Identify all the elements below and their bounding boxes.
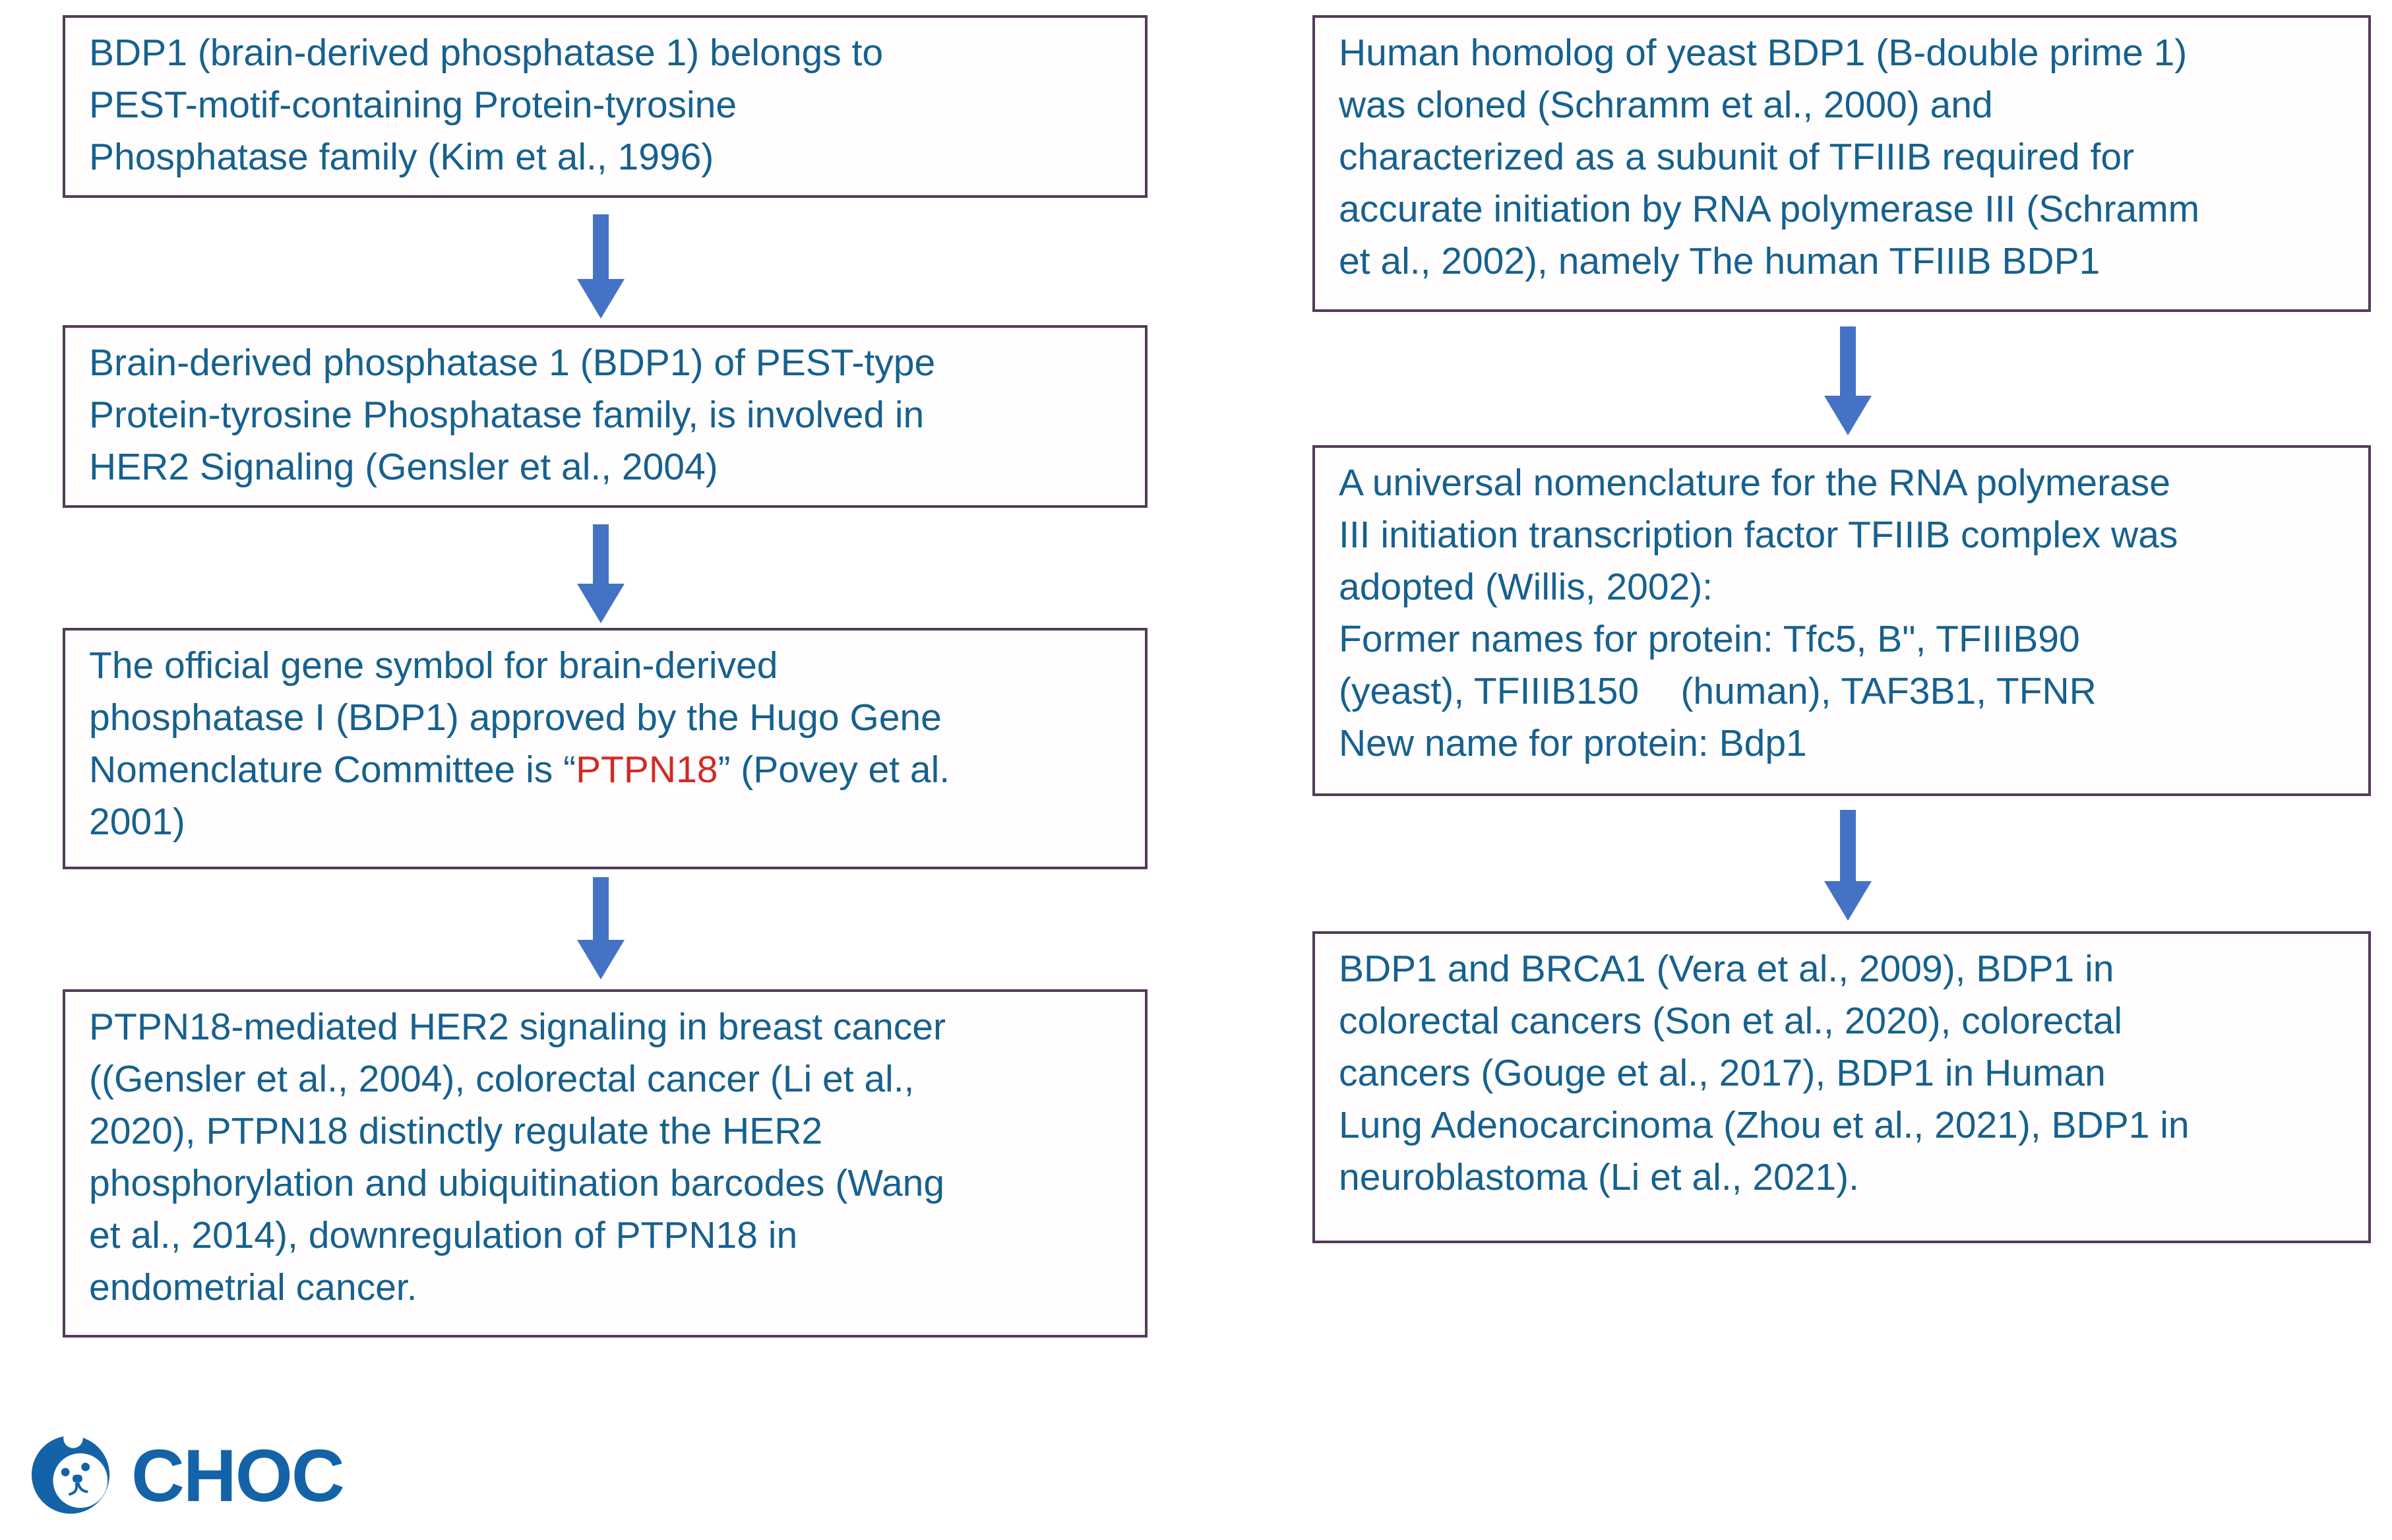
text-line: Protein-tyrosine Phosphatase family, is … <box>89 389 1121 441</box>
text-segment: Brain-derived phosphatase 1 (BDP1) of PE… <box>89 342 936 384</box>
text-line: et al., 2014), downregulation of PTPN18 … <box>89 1210 1121 1262</box>
text-line: cancers (Gouge et al., 2017), BDP1 in Hu… <box>1339 1047 2345 1099</box>
bear-in-crescent-moon-icon <box>31 1434 110 1514</box>
text-line: 2001) <box>89 796 1121 848</box>
text-line: ((Gensler et al., 2004), colorectal canc… <box>89 1053 1121 1105</box>
text-line: Brain-derived phosphatase 1 (BDP1) of PE… <box>89 337 1121 389</box>
text-line: 2020), PTPN18 distinctly regulate the HE… <box>89 1105 1121 1157</box>
text-line: A universal nomenclature for the RNA pol… <box>1339 457 2345 509</box>
text-line: Phosphatase family (Kim et al., 1996) <box>89 131 1121 183</box>
text-line: Lung Adenocarcinoma (Zhou et al., 2021),… <box>1339 1099 2345 1152</box>
text-line: et al., 2002), namely The human TFIIIB B… <box>1339 235 2345 288</box>
text-line: adopted (Willis, 2002): <box>1339 561 2345 613</box>
text-segment: PEST-motif-containing Protein-tyrosine <box>89 84 737 126</box>
text-line: Human homolog of yeast BDP1 (B-double pr… <box>1339 27 2345 79</box>
text-line: New name for protein: Bdp1 <box>1339 718 2345 770</box>
flow-box-left-1: BDP1 (brain-derived phosphatase 1) belon… <box>63 15 1148 198</box>
text-line: colorectal cancers (Son et al., 2020), c… <box>1339 995 2345 1047</box>
text-segment: phosphatase I (BDP1) approved by the Hug… <box>89 696 942 739</box>
arrow-head <box>577 584 625 623</box>
text-line: was cloned (Schramm et al., 2000) and <box>1339 79 2345 131</box>
text-segment: Lung Adenocarcinoma (Zhou et al., 2021),… <box>1339 1104 2190 1146</box>
text-line: characterized as a subunit of TFIIIB req… <box>1339 131 2345 183</box>
text-line: BDP1 (brain-derived phosphatase 1) belon… <box>89 27 1121 79</box>
text-line: PEST-motif-containing Protein-tyrosine <box>89 79 1121 131</box>
text-line: BDP1 and BRCA1 (Vera et al., 2009), BDP1… <box>1339 943 2345 995</box>
text-segment: The official gene symbol for brain-deriv… <box>89 644 778 687</box>
text-segment: ((Gensler et al., 2004), colorectal canc… <box>89 1058 915 1100</box>
text-segment: PTPN18-mediated HER2 signaling in breast… <box>89 1006 946 1048</box>
down-arrow <box>1824 326 1872 435</box>
arrow-head <box>1824 396 1872 435</box>
text-line: accurate initiation by RNA polymerase II… <box>1339 183 2345 235</box>
text-segment: Former names for protein: Tfc5, B", TFII… <box>1339 618 2080 660</box>
text-segment: was cloned (Schramm et al., 2000) and <box>1339 84 1993 126</box>
text-segment: BDP1 and BRCA1 (Vera et al., 2009), BDP1… <box>1339 948 2114 990</box>
arrow-shaft <box>1840 326 1856 396</box>
arrow-head <box>577 940 625 979</box>
down-arrow <box>577 877 625 979</box>
flow-box-left-4: PTPN18-mediated HER2 signaling in breast… <box>63 989 1148 1338</box>
text-segment: Nomenclature Committee is “ <box>89 749 576 791</box>
down-arrow <box>577 214 625 319</box>
flow-box-left-3: The official gene symbol for brain-deriv… <box>63 628 1148 869</box>
arrow-shaft <box>593 524 609 584</box>
text-segment: HER2 Signaling (Gensler et al., 2004) <box>89 446 718 488</box>
text-line: HER2 Signaling (Gensler et al., 2004) <box>89 441 1121 493</box>
arrow-shaft <box>593 214 609 279</box>
text-segment: et al., 2014), downregulation of PTPN18 … <box>89 1214 798 1256</box>
text-segment: endometrial cancer. <box>89 1266 417 1309</box>
text-segment: et al., 2002), namely The human TFIIIB B… <box>1339 240 2101 282</box>
text-segment: 2020), PTPN18 distinctly regulate the HE… <box>89 1110 823 1152</box>
text-segment: BDP1 (brain-derived phosphatase 1) belon… <box>89 32 884 74</box>
text-line: neuroblastoma (Li et al., 2021). <box>1339 1152 2345 1204</box>
text-segment: 2001) <box>89 801 185 843</box>
text-line: The official gene symbol for brain-deriv… <box>89 640 1121 692</box>
text-segment: cancers (Gouge et al., 2017), BDP1 in Hu… <box>1339 1052 2106 1094</box>
arrow-shaft <box>593 877 609 940</box>
highlighted-gene-symbol: PTPN18 <box>576 749 718 791</box>
text-segment: (yeast), TFIIIB150 (human), TAF3B1, TFNR <box>1339 670 2097 712</box>
text-segment: characterized as a subunit of TFIIIB req… <box>1339 136 2135 178</box>
flow-box-right-3: BDP1 and BRCA1 (Vera et al., 2009), BDP1… <box>1312 931 2371 1243</box>
arrow-shaft <box>1840 810 1856 881</box>
choc-logo: CHOC <box>30 1430 345 1522</box>
text-line: Former names for protein: Tfc5, B", TFII… <box>1339 613 2345 665</box>
text-segment: colorectal cancers (Son et al., 2020), c… <box>1339 1000 2123 1042</box>
text-segment: Human homolog of yeast BDP1 (B-double pr… <box>1339 32 2188 74</box>
text-line: phosphatase I (BDP1) approved by the Hug… <box>89 692 1121 744</box>
down-arrow <box>577 524 625 623</box>
text-segment: ” (Povey et al. <box>718 749 950 791</box>
arrow-head <box>577 279 625 319</box>
flow-box-right-2: A universal nomenclature for the RNA pol… <box>1312 445 2371 796</box>
choc-logo-text: CHOC <box>131 1434 345 1517</box>
text-segment: A universal nomenclature for the RNA pol… <box>1339 462 2170 504</box>
text-segment: neuroblastoma (Li et al., 2021). <box>1339 1156 1859 1198</box>
text-segment: phosphorylation and ubiquitination barco… <box>89 1162 945 1204</box>
flow-box-left-2: Brain-derived phosphatase 1 (BDP1) of PE… <box>63 325 1148 508</box>
text-line: (yeast), TFIIIB150 (human), TAF3B1, TFNR <box>1339 665 2345 718</box>
text-segment: New name for protein: Bdp1 <box>1339 722 1807 764</box>
text-segment: adopted (Willis, 2002): <box>1339 566 1713 608</box>
text-segment: accurate initiation by RNA polymerase II… <box>1339 188 2200 230</box>
text-line: Nomenclature Committee is “PTPN18” (Pove… <box>89 744 1121 796</box>
text-segment: Phosphatase family (Kim et al., 1996) <box>89 136 714 178</box>
text-line: phosphorylation and ubiquitination barco… <box>89 1157 1121 1210</box>
text-line: PTPN18-mediated HER2 signaling in breast… <box>89 1001 1121 1053</box>
arrow-head <box>1824 881 1872 921</box>
text-line: III initiation transcription factor TFII… <box>1339 509 2345 561</box>
down-arrow <box>1824 810 1872 921</box>
flow-box-right-1: Human homolog of yeast BDP1 (B-double pr… <box>1312 15 2371 312</box>
text-line: endometrial cancer. <box>89 1262 1121 1314</box>
text-segment: III initiation transcription factor TFII… <box>1339 514 2178 556</box>
text-segment: Protein-tyrosine Phosphatase family, is … <box>89 394 925 436</box>
